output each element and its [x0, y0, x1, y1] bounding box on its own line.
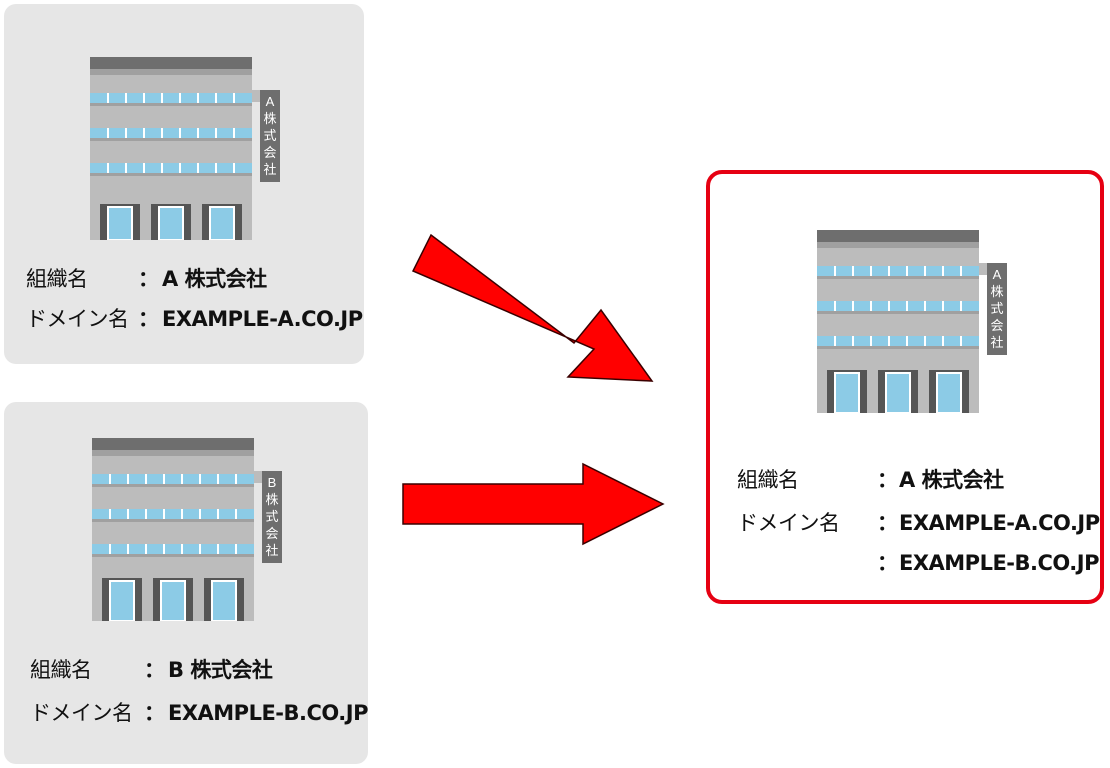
domain-value: EXAMPLE-B.CO.JP — [168, 701, 369, 725]
sign-char: 会 — [990, 319, 1003, 334]
merge-arrow-icon — [411, 233, 654, 382]
company-b-card: B 株 式 会 社 組織名 ： B 株式会社 ドメイン名 ： EXAMPLE-B… — [4, 402, 369, 764]
company-b-building-icon: B 株 式 会 社 — [92, 438, 282, 621]
colon: ： — [877, 511, 898, 535]
sign-char: 式 — [990, 302, 1003, 317]
sign-char: 式 — [265, 510, 278, 525]
colon: ： — [138, 307, 159, 331]
sign-char: 株 — [990, 285, 1003, 300]
colon: ： — [144, 701, 165, 725]
sign-char: 社 — [265, 543, 278, 559]
company-a-building-icon: A 株 式 会 社 — [90, 57, 280, 240]
domain-value: EXAMPLE-A.CO.JP — [899, 511, 1100, 535]
org-value: B 株式会社 — [168, 658, 273, 682]
org-label: 組織名 — [30, 658, 92, 682]
sign-char: B — [268, 475, 277, 490]
colon: ： — [138, 267, 159, 291]
domain-label: ドメイン名 — [30, 701, 133, 725]
merged-company-card: A 株 式 会 社 組織名 ： A 株式会社 ドメイン名 ： EXAMPLE-A… — [706, 170, 1104, 604]
colon: ： — [144, 658, 165, 682]
org-label: 組織名 — [26, 267, 88, 291]
merged-building-icon: A 株 式 会 社 — [817, 230, 1007, 413]
sign-char: A — [993, 267, 1002, 282]
sign-char: 会 — [263, 146, 276, 161]
domain-value: EXAMPLE-A.CO.JP — [162, 307, 363, 331]
org-value: A 株式会社 — [899, 468, 1004, 492]
domain-label: ドメイン名 — [737, 511, 840, 535]
sign-char: 社 — [990, 335, 1003, 351]
sign-char: 株 — [263, 112, 276, 127]
company-a-card: A 株 式 会 社 組織名 ： A 株式会社 ドメイン名 ： EXAMPLE-A… — [4, 4, 364, 364]
org-label: 組織名 — [737, 468, 799, 492]
domain-label: ドメイン名 — [26, 307, 129, 331]
merge-arrow-icon — [402, 462, 665, 546]
sign-char: A — [266, 94, 275, 109]
org-value: A 株式会社 — [162, 267, 267, 291]
sign-char: 式 — [263, 129, 276, 144]
sign-char: 社 — [263, 162, 276, 178]
colon: ： — [877, 551, 898, 575]
sign-char: 会 — [265, 527, 278, 542]
sign-char: 株 — [265, 493, 278, 508]
colon: ： — [877, 468, 898, 492]
domain-value: EXAMPLE-B.CO.JP — [899, 551, 1100, 575]
